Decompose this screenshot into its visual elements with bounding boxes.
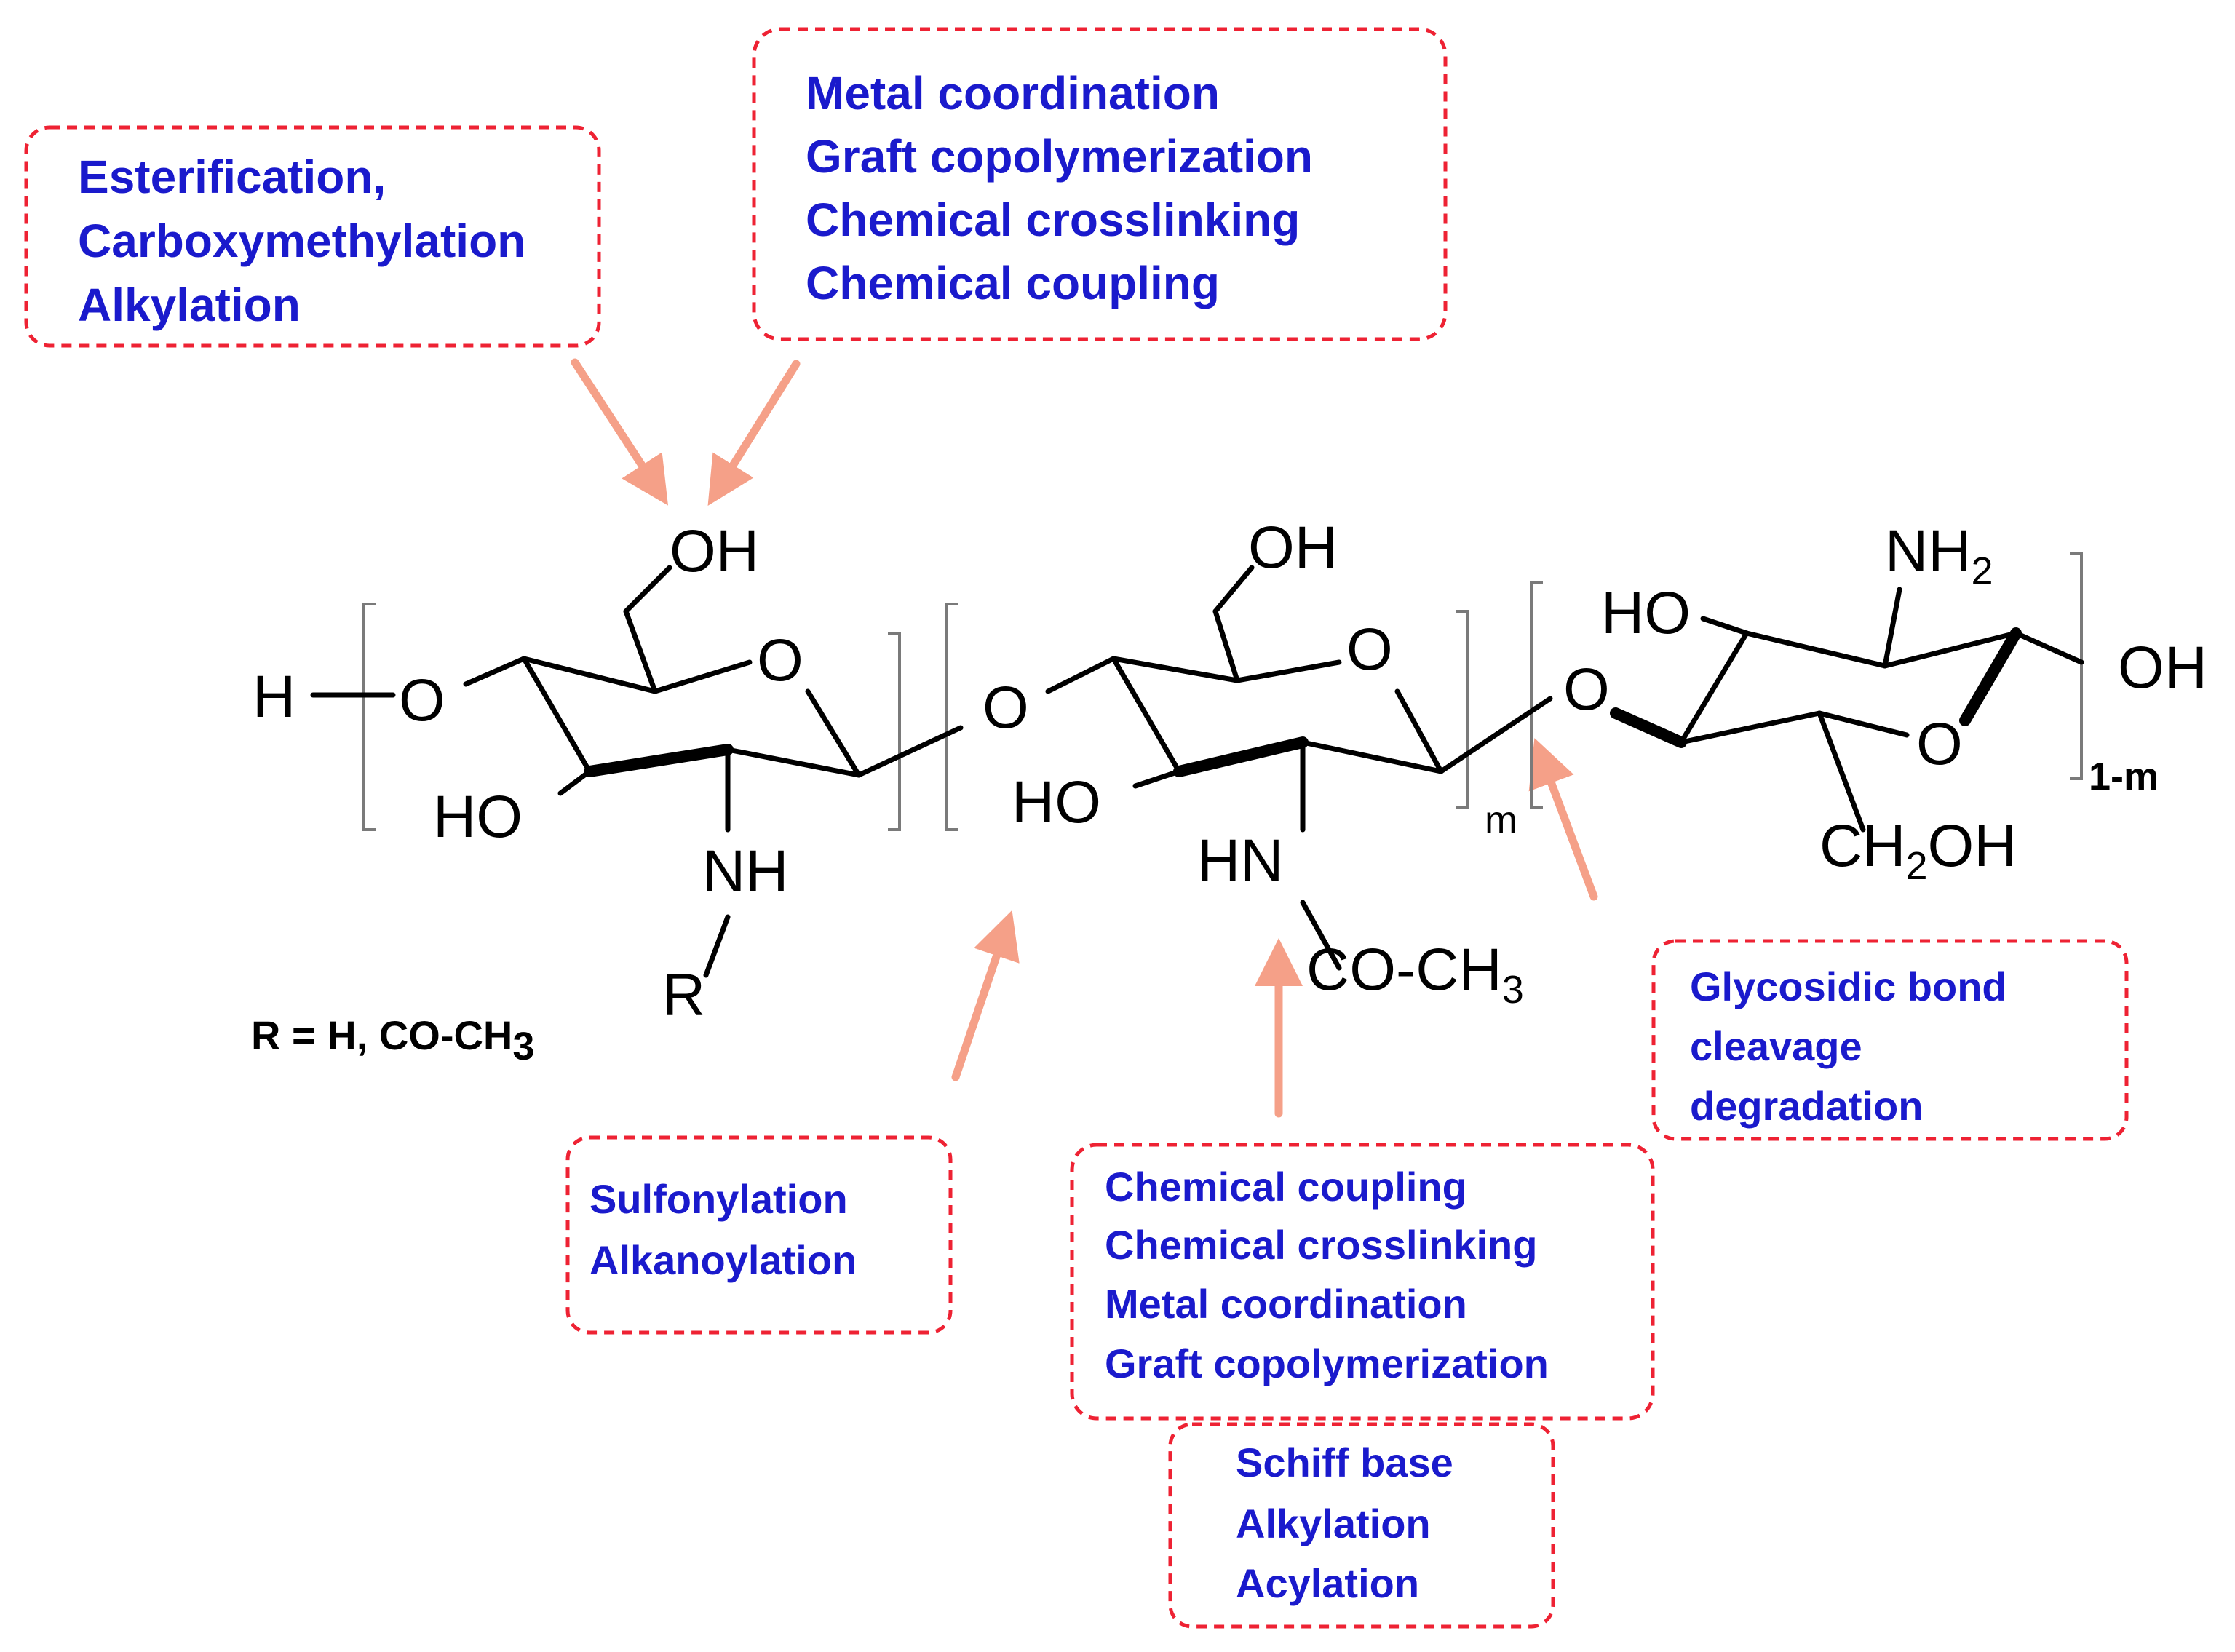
atom-hn-2: HN [1197,827,1283,894]
box-bottom-left-line-1: Sulfonylation [589,1176,848,1222]
bracket-left-3 [1530,581,1543,809]
atom-o-ring-1: O [757,627,803,694]
bracket-right-2 [1456,610,1469,809]
atom-o-ring-2: O [1346,616,1393,683]
atom-nh-1: NH [702,838,788,905]
box-bottom-lower: Schiff base Alkylation Acylation [1168,1422,1555,1629]
arrow-bottom-left [951,910,1020,1081]
box-top-center-line-3: Chemical crosslinking [806,194,1300,246]
box-right: Glycosidic bond cleavage degradation [1651,939,2129,1141]
atom-co-ch3: CO-CH3 [1306,937,1524,1012]
box-top-center-line-2: Graft copolymerization [806,130,1313,183]
atom-oh-end: OH [2118,635,2207,701]
bracket-right-3 [2070,552,2083,780]
atom-o-link-1: O [399,667,445,734]
atom-ho-1: HO [433,784,523,850]
atom-labels: H O OH O HO NH R O OH O HO HN CO-CH3 m O… [251,515,2207,1068]
annotation-arrows [571,358,1598,1118]
box-bottom-center-line-2: Chemical crosslinking [1105,1222,1537,1268]
box-bottom-center-line-1: Chemical coupling [1105,1164,1467,1210]
box-right-line-2: cleavage [1690,1023,1862,1069]
arrow-right [1528,738,1598,901]
atom-nh2: NH2 [1885,518,1993,593]
repeat-brackets [362,552,2083,831]
atom-ho-2: HO [1012,769,1101,835]
atom-ho-3: HO [1601,580,1691,646]
bracket-left-1 [362,603,376,831]
atom-o-link-2: O [982,675,1029,741]
box-bottom-left-line-2: Alkanoylation [589,1237,857,1283]
box-top-left: Esterification, Carboxymethylation Alkyl… [24,125,601,348]
box-bottom-lower-line-3: Acylation [1236,1560,1419,1606]
atom-r-1: R [662,962,705,1028]
arrow-top-left [571,358,669,506]
label-one-minus-m: 1-m [2089,755,2159,798]
box-bottom-center-line-4: Graft copolymerization [1105,1341,1549,1386]
box-top-center: Metal coordination Graft copolymerizatio… [752,27,1448,341]
box-top-center-line-4: Chemical coupling [806,257,1220,309]
box-bottom-lower-line-2: Alkylation [1236,1501,1431,1546]
box-top-left-line-3: Alkylation [78,279,301,331]
box-right-line-1: Glycosidic bond [1690,964,2007,1009]
arrow-top-center [707,360,801,507]
atom-h-left: H [253,664,295,730]
box-right-line-3: degradation [1690,1083,1923,1129]
box-bottom-lower-line-1: Schiff base [1236,1439,1453,1485]
atom-ch2oh: CH2OH [1819,813,2017,888]
bracket-right-1 [888,632,901,831]
r-definition-note: R = H, CO-CH3 [251,1012,534,1068]
label-m: m [1485,798,1517,842]
bracket-left-2 [945,603,958,831]
box-bottom-center: Chemical coupling Chemical crosslinking … [1070,1143,1655,1421]
box-top-left-line-1: Esterification, [78,151,386,203]
box-top-center-line-1: Metal coordination [806,67,1220,119]
atom-o-link-3: O [1563,656,1610,723]
box-bottom-center-line-3: Metal coordination [1105,1281,1467,1327]
box-bottom-left: Sulfonylation Alkanoylation [565,1135,953,1335]
chemical-bonds [310,565,2084,978]
box-top-left-line-2: Carboxymethylation [78,215,525,267]
atom-oh-top-2: OH [1248,515,1338,581]
atom-oh-top-1: OH [670,518,759,584]
atom-o-ring-3: O [1916,711,1963,777]
